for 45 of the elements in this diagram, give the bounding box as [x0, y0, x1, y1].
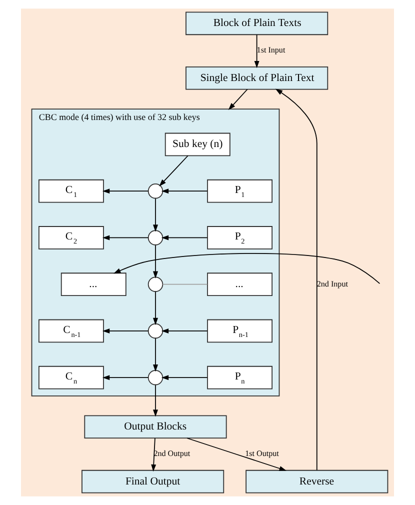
node-box: ... — [60, 272, 126, 296]
node-circle — [148, 183, 164, 199]
node-box: Output Blocks — [84, 415, 227, 439]
node-box: Block of Plain Texts — [186, 12, 328, 36]
arrow — [102, 188, 149, 194]
node-box: P$_{2}$ — [207, 226, 272, 250]
node-box: C$_{n}$ — [38, 366, 104, 390]
arrow — [114, 252, 380, 284]
node-box: C$_{n-1}$ — [38, 319, 104, 343]
node-box: Single Block of Plain Text — [186, 66, 328, 90]
node-circle — [148, 230, 164, 246]
arrow — [161, 328, 208, 334]
arrow — [161, 188, 208, 194]
edge-label: 1st Output — [245, 449, 279, 458]
node-box: Final Output — [82, 470, 224, 494]
arrow — [161, 235, 208, 240]
edge-label: 1st Input — [256, 46, 286, 55]
arrow — [152, 338, 158, 372]
node-box: P$_{1}$ — [207, 179, 272, 203]
arrow — [152, 198, 158, 232]
node-box: C$_{2}$ — [38, 226, 104, 250]
arrow — [228, 88, 248, 110]
arrow — [151, 438, 156, 472]
arrow — [102, 328, 149, 334]
arrow — [275, 88, 318, 471]
edge-label: 2nd Output — [154, 449, 190, 458]
arrow — [159, 155, 188, 186]
arrow — [186, 438, 286, 471]
node-circle — [148, 276, 164, 292]
arrow — [254, 34, 260, 68]
node-box: C$_{1}$ — [38, 179, 104, 203]
node-box: ... — [207, 272, 272, 296]
node-box: P$_{n}$ — [207, 366, 272, 390]
arrow — [102, 235, 149, 240]
node-box: Sub key (n) — [164, 132, 230, 156]
connector — [162, 284, 208, 285]
arrow — [152, 384, 158, 417]
arrow — [102, 375, 149, 380]
node-box: P$_{n-1}$ — [207, 319, 272, 343]
node-circle — [148, 323, 164, 339]
node-box: Reverse — [246, 470, 388, 494]
arrow — [152, 244, 158, 278]
arrow — [152, 291, 158, 326]
node-circle — [148, 370, 164, 386]
arrow — [161, 375, 208, 380]
